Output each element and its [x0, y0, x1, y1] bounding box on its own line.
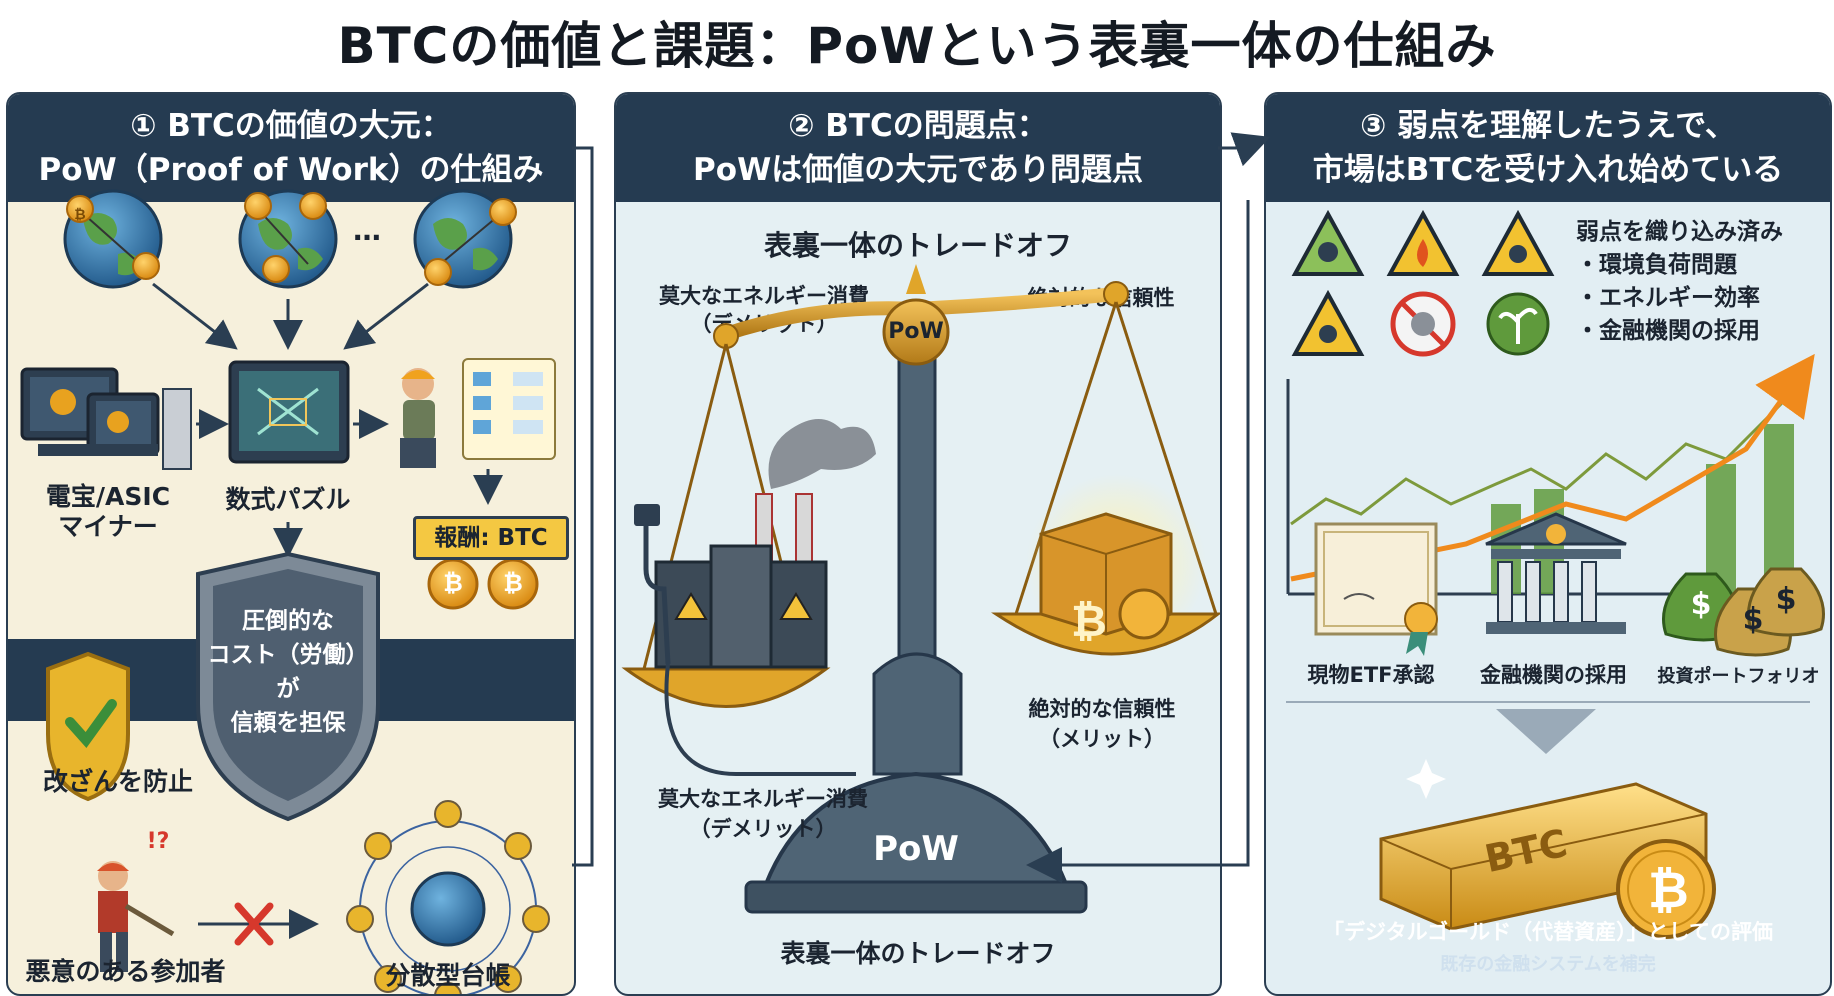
bullet-item: ・エネルギー効率 — [1576, 285, 1760, 311]
panel-market-acceptance: ③ 弱点を理解したうえで、 市場はBTCを受け入れ始めている — [1264, 92, 1832, 996]
page-title: BTCの価値と課題：PoWという表裏一体の仕組み — [337, 17, 1497, 75]
market-illustration — [1286, 209, 1825, 939]
panel-pow-problem: ② BTCの問題点： PoWは価値の大元であり問題点 表裏一体のトレードオフ 莫… — [614, 92, 1222, 996]
panel2-heading-line1: ② BTCの問題点： — [788, 108, 1048, 144]
check-shield-icon — [46, 651, 130, 802]
shield-icon — [196, 551, 380, 822]
dollar-sign: $ — [1690, 587, 1712, 622]
panel1-illustration — [20, 189, 556, 994]
connector-p2-to-p3 — [1218, 132, 1271, 167]
panel3-heading-line1: ③ 弱点を理解したうえで、 — [1360, 108, 1736, 144]
tamper-label: 改ざんを防止 — [42, 767, 193, 796]
ellipsis-text: … — [353, 214, 381, 247]
alert-text: !? — [146, 829, 170, 854]
bank-label: 金融機関の採用 — [1480, 663, 1627, 687]
scale-pole — [744, 327, 1088, 914]
panel1-heading: ① BTCの価値の大元： PoW（Proof of Work）の仕組み — [8, 94, 574, 202]
puzzle-label: 数式パズル — [225, 485, 351, 514]
tradeoff-footer: 表裏一体のトレードオフ — [780, 939, 1056, 968]
weakness-bullets: 弱点を織り込み済み ・環境負荷問題 ・エネルギー効率 ・金融機関の採用 — [1576, 216, 1783, 348]
panel2-heading-line2: PoWは価値の大元であり問題点 — [693, 152, 1143, 188]
scale-top-pow: PoW — [888, 319, 944, 344]
coin-symbol: ₿ — [74, 207, 86, 223]
distributed-network-icon — [346, 800, 550, 994]
panel1-heading-line1: ① BTCの価値の大元： — [130, 108, 452, 144]
eco-plant-icon — [1486, 292, 1550, 356]
panel1-heading-line2: PoW（Proof of Work）の仕組み — [38, 152, 544, 188]
blocked-x-icon — [234, 902, 274, 946]
miners-label: 電宝/ASIC マイナー — [45, 482, 171, 541]
computer-gear-icon — [20, 367, 192, 470]
warning-fire-icon — [1386, 209, 1460, 276]
digital-gold-footer: 「デジタルゴールド（代替資産）」としての評価 — [1322, 920, 1774, 944]
reward-coins-icon — [427, 558, 539, 610]
panel2-heading: ② BTCの問題点： PoWは価値の大元であり問題点 — [616, 94, 1220, 202]
power-plug-icon — [634, 504, 671, 665]
malicious-label: 悪意のある参加者 — [25, 957, 226, 986]
factory-server-icon — [654, 419, 876, 669]
down-arrow-icon — [1496, 709, 1596, 754]
bitcoin-coin-icon — [66, 192, 517, 286]
math-puzzle-icon — [228, 360, 350, 464]
malicious-miner-icon — [97, 861, 175, 972]
shield-text: 圧倒的な コスト（労働）が 信頼を担保 — [207, 608, 369, 736]
ledger-document-icon — [462, 358, 556, 460]
warning-radiation-icon — [1291, 289, 1365, 356]
no-smog-icon — [1390, 291, 1456, 357]
dollar-sign: $ — [1775, 582, 1797, 617]
complement-footer: 既存の金融システムを補完 — [1440, 954, 1656, 975]
energy-cost-bottom-label: 莫大なエネルギー消費 （デメリット） — [658, 787, 868, 841]
scale-base-pow: PoW — [873, 829, 959, 869]
panel-pow-mechanism: ① BTCの価値の大元： PoW（Proof of Work）の仕組み — [6, 92, 576, 996]
panel3-heading: ③ 弱点を理解したうえで、 市場はBTCを受け入れ始めている — [1266, 94, 1830, 202]
reliability-merit-label: 絶対的な信頼性 （メリット） — [1028, 697, 1176, 751]
bank-building-icon — [1485, 512, 1627, 634]
panel3-heading-line2: 市場はBTCを受け入れ始めている — [1312, 152, 1784, 188]
money-bags-icon — [1662, 567, 1825, 657]
reward-coin-symbol: ₿ — [443, 569, 463, 597]
bitcoin-coin-icon — [1616, 839, 1716, 939]
ledger-label: 分散型台帳 — [385, 961, 511, 990]
sparkle-icon — [1406, 759, 1446, 799]
miner-worker-icon — [400, 368, 436, 468]
dollar-sign: $ — [1742, 602, 1764, 637]
power-cable — [664, 663, 856, 776]
etf-certificate-icon — [1314, 522, 1438, 656]
warning-cloud-icon — [1481, 209, 1555, 276]
reward-label: 報酬: BTC — [413, 516, 569, 560]
cube-bitcoin-symbol: ₿ — [1071, 596, 1107, 647]
portfolio-label: 投資ポートフォリオ — [1657, 666, 1820, 687]
bullet-item: ・環境負荷問題 — [1576, 252, 1737, 278]
warning-storm-icon — [1291, 209, 1365, 276]
reward-coin-symbol: ₿ — [503, 569, 523, 597]
etf-label: 現物ETF承認 — [1307, 663, 1435, 687]
pow-finial — [882, 264, 950, 366]
bullet-item: ・金融機関の採用 — [1576, 318, 1760, 344]
bullets-title: 弱点を織り込み済み — [1576, 219, 1783, 245]
gold-coin-symbol: ₿ — [1648, 861, 1689, 919]
tradeoff-subtitle: 表裏一体のトレードオフ — [763, 229, 1072, 262]
